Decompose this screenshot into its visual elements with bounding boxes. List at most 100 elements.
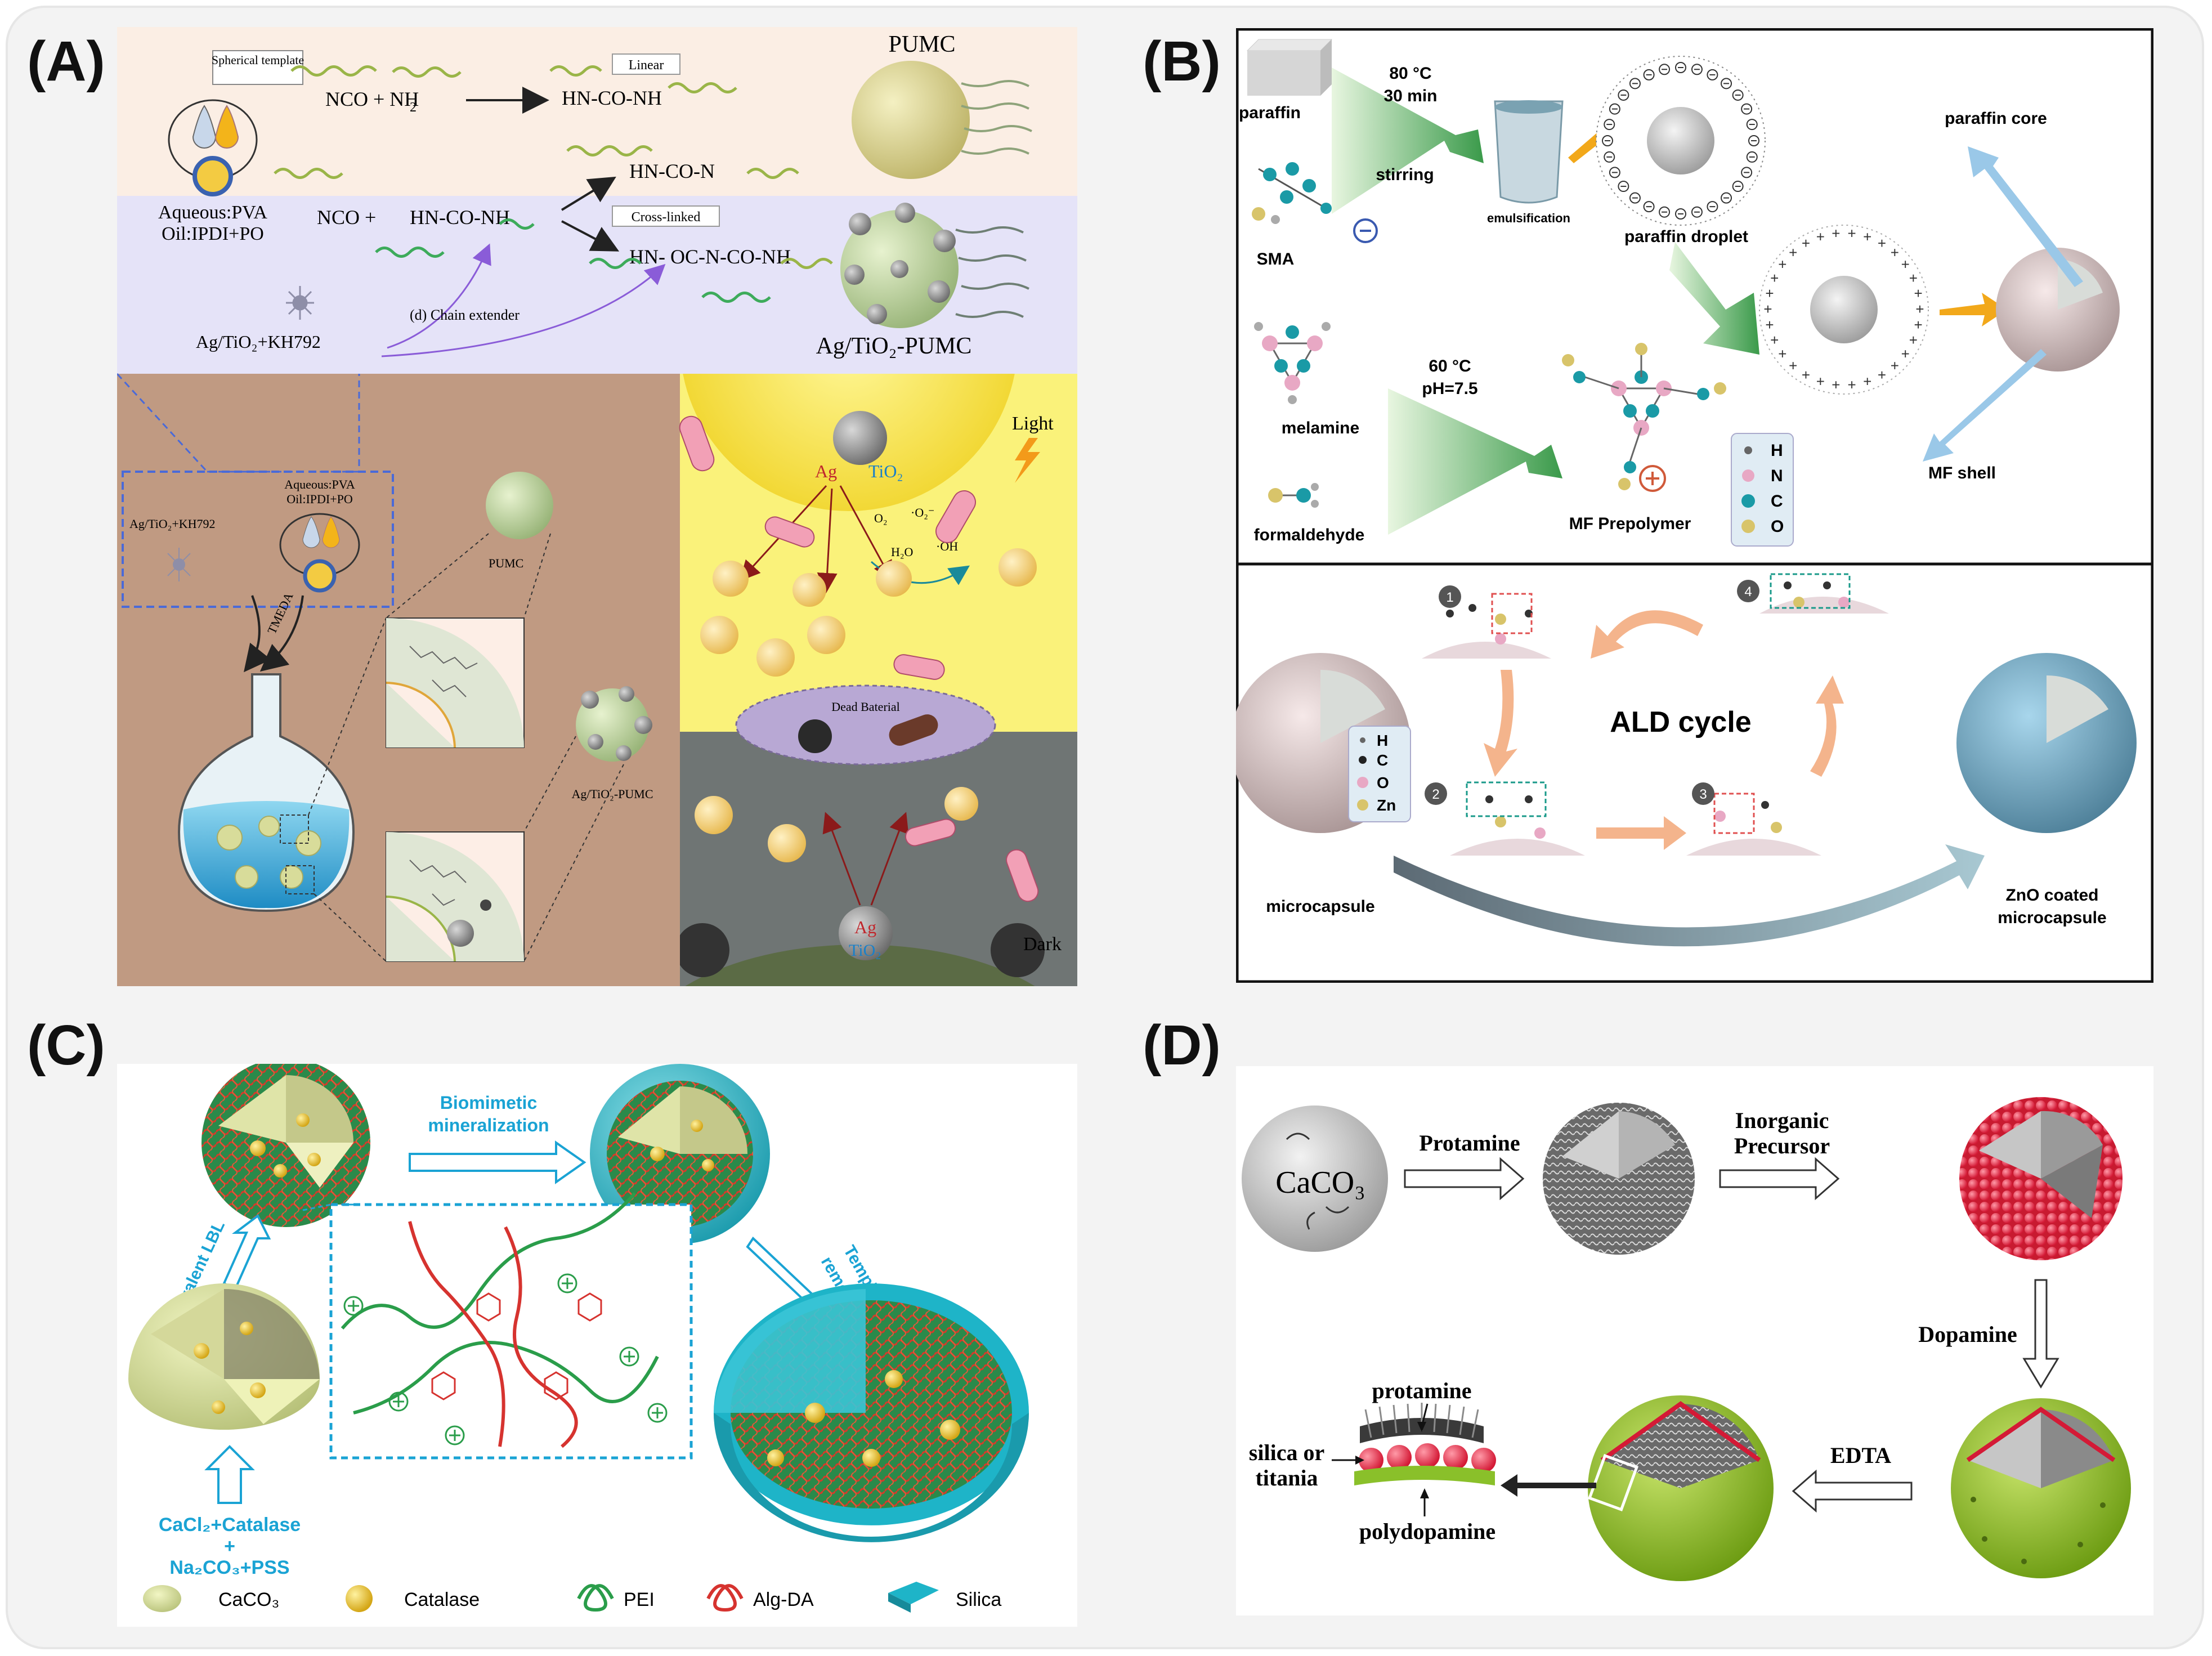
positive-charge-sign: + — [1878, 366, 1886, 383]
negative-charge-dot — [1741, 167, 1753, 178]
reaction2-left: NCO + — [317, 206, 376, 229]
green-arrow-2 — [1388, 388, 1562, 535]
legend-caco3: CaCO₃ — [218, 1589, 279, 1610]
zno-label-1: ZnO coated — [2005, 886, 2098, 905]
ald-highlight-2 — [1466, 781, 1547, 817]
polydopamine-dots — [1971, 1497, 2106, 1564]
ald-cycle-label: ALD cycle — [1610, 706, 1751, 739]
template-sphere-icon — [192, 156, 233, 196]
negative-charge-dot — [1629, 192, 1641, 204]
zoom-line-5 — [523, 736, 576, 833]
protamine-arrow — [1404, 1157, 1525, 1201]
negative-charge-dot — [1675, 62, 1686, 73]
chain-9 — [746, 168, 799, 179]
alg-chain-1 — [408, 1221, 505, 1447]
product-bottom: HN- OC-N-CO-NH — [629, 245, 791, 268]
atom-legend-1 — [1731, 433, 1794, 547]
hollow-catalase-balls — [767, 1370, 960, 1467]
paraffin-block-side — [1320, 39, 1332, 96]
ag-tio2-kh792-label: Ag/TiO₂+KH792 — [196, 332, 321, 352]
mf-shell-label: MF shell — [1928, 464, 1996, 482]
positive-charge-sign: + — [1778, 345, 1786, 362]
dark-particle-1 — [680, 923, 729, 977]
flask-zoom-box-1 — [280, 814, 309, 844]
polydopamine-layer — [1354, 1466, 1495, 1485]
positive-charge-sign: + — [1802, 235, 1810, 252]
recipe-line-1: CaCl₂+Catalase — [159, 1514, 301, 1536]
dead-cell-1 — [798, 719, 832, 753]
inset-shell-1-polymer — [409, 646, 478, 697]
caco3-cutout-floor — [224, 1379, 320, 1424]
positive-charge-sign: + — [1901, 345, 1910, 362]
positive-charge-icon — [1639, 465, 1666, 492]
negative-charge-dot — [1732, 181, 1744, 193]
ald-highlight-4 — [1770, 573, 1851, 609]
bacteria-dark — [904, 818, 1039, 902]
chain-3 — [549, 65, 602, 77]
plus-charge-signs — [348, 1278, 663, 1441]
sma-label: SMA — [1257, 250, 1295, 268]
time1-label: 30 min — [1383, 87, 1437, 105]
beaker — [1494, 100, 1564, 204]
small-oil-label: Oil:IPDI+PO — [286, 492, 353, 506]
positive-charge-sign: + — [1765, 316, 1774, 333]
blue-arrow-shell — [1923, 349, 2047, 462]
oil-ipdi-label: Oil:IPDI+PO — [162, 223, 264, 244]
positive-charge-sign: + — [1914, 316, 1922, 333]
chain-2 — [392, 66, 462, 78]
emulsification-label: emulsification — [1487, 211, 1570, 225]
recipe-line-2: Na₂CO₃+PSS — [169, 1557, 289, 1578]
positive-charge-sign: + — [1878, 235, 1886, 252]
hollow-capsule-shell-left — [714, 1289, 866, 1413]
dark-arrow-2 — [870, 812, 909, 906]
ph-label: pH=7.5 — [1422, 379, 1477, 398]
cross-linked-box — [612, 205, 720, 227]
reaction2-arrow-down — [561, 220, 620, 252]
zoom-line-4 — [523, 533, 551, 619]
inset-shell-1-core — [386, 682, 456, 748]
reaction2-arrow-up — [561, 176, 616, 211]
pei-chain-2 — [353, 1341, 659, 1415]
positive-charge-sign: + — [1914, 285, 1922, 302]
dead-bacteria-label: Dead Baterial — [831, 700, 900, 714]
zoom-line-2 — [314, 893, 387, 962]
legend-pei: PEI — [624, 1589, 655, 1610]
microcapsule-cutout — [1320, 670, 1385, 743]
light-label: Light — [1012, 413, 1054, 434]
cells-light — [700, 548, 1037, 677]
positive-charge-sign: + — [1848, 225, 1856, 242]
negative-charge-dot — [1618, 181, 1629, 193]
orange-arrow-2 — [1940, 293, 2007, 326]
inset-particle-1 — [447, 920, 474, 947]
plus-charge-icons — [343, 1273, 668, 1445]
legend-silica: Silica — [956, 1589, 1001, 1610]
inorganic-label-1: Inorganic — [1735, 1108, 1829, 1133]
zoom-arrow — [1501, 1474, 1596, 1497]
zoom-box — [1587, 1453, 1639, 1512]
ag-tio2-particle-dark — [839, 906, 893, 960]
legend-catalase-icon — [346, 1585, 373, 1612]
negative-charge-dot — [1643, 69, 1655, 80]
legend-catalase: Catalase — [404, 1589, 480, 1610]
covalent-lbl-arrow — [222, 1214, 271, 1291]
h2o-label: H₂O — [891, 545, 913, 559]
negative-charge-dot — [1707, 201, 1718, 213]
reactant-dashed-box — [122, 471, 394, 608]
positive-charge-sign: + — [1891, 357, 1899, 374]
ros-arrow-2 — [817, 488, 838, 593]
dark-particle-2 — [991, 923, 1045, 977]
positive-charge-sign: + — [1763, 301, 1772, 317]
negative-charge-dot — [1609, 103, 1620, 115]
zoom-line-1 — [308, 617, 387, 816]
panel-label-d: (D) — [1143, 1014, 1221, 1077]
protamine-step-label: Protamine — [1419, 1130, 1520, 1156]
catechol-rings — [431, 1292, 602, 1400]
silica-label-2: titania — [1255, 1465, 1318, 1491]
ald-highlight-3 — [1713, 793, 1755, 834]
lbl-sphere-cutout-left — [218, 1075, 286, 1143]
small-ag-kh792-icon — [167, 548, 191, 581]
negative-charge-dot — [1732, 89, 1744, 101]
negative-charge-dot — [1691, 206, 1703, 218]
step-3: 3 — [1699, 787, 1707, 802]
positive-charge-sign: + — [1891, 244, 1899, 261]
